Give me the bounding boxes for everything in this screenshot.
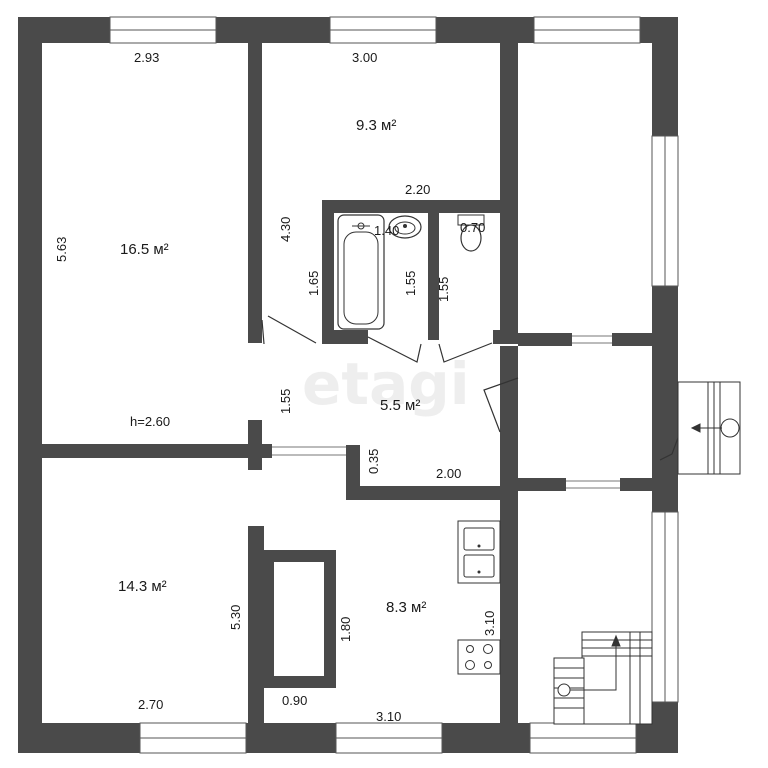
hall-width: 2.00 — [436, 466, 461, 481]
stove-block-width: 0.90 — [282, 693, 307, 708]
kitchen-sink-icon — [457, 520, 501, 584]
room-2-width: 3.00 — [352, 50, 377, 65]
stairs-icon — [553, 631, 653, 725]
toilet-width: 0.70 — [460, 220, 485, 235]
watermark: etagi — [302, 350, 470, 418]
toilet-length: 1.55 — [436, 277, 451, 302]
window-lines — [110, 29, 666, 739]
entrance-steps-icon — [677, 381, 741, 475]
toilet-icon — [457, 214, 485, 252]
stove-block-length: 1.80 — [338, 617, 353, 642]
room-1-area: 16.5 м² — [120, 241, 169, 258]
kitchen-length: 3.10 — [482, 611, 497, 636]
sink-icon — [388, 215, 422, 239]
room-1-length: 5.63 — [54, 237, 69, 262]
room-3-length: 5.30 — [228, 605, 243, 630]
stove-icon — [457, 639, 501, 675]
room-1-width: 2.93 — [134, 50, 159, 65]
room-3-area: 14.3 м² — [118, 578, 167, 595]
room-2-area: 9.3 м² — [356, 117, 396, 134]
bath-length: 1.65 — [306, 271, 321, 296]
ceiling-height: h=2.60 — [130, 414, 170, 429]
sink-length: 1.55 — [403, 271, 418, 296]
kitchen-area: 8.3 м² — [386, 599, 426, 616]
room-3-width: 2.70 — [138, 697, 163, 712]
kitchen-width: 3.10 — [376, 709, 401, 724]
bath-corridor-width: 2.20 — [405, 182, 430, 197]
bath-width: 1.40 — [374, 223, 399, 238]
hall-area: 5.5 м² — [380, 397, 420, 414]
hall-length: 1.55 — [278, 389, 293, 414]
room-2-length: 4.30 — [278, 217, 293, 242]
openings — [272, 335, 620, 489]
hall-offset: 0.35 — [366, 449, 381, 474]
bathtub-icon — [337, 214, 385, 330]
doors — [261, 315, 693, 461]
